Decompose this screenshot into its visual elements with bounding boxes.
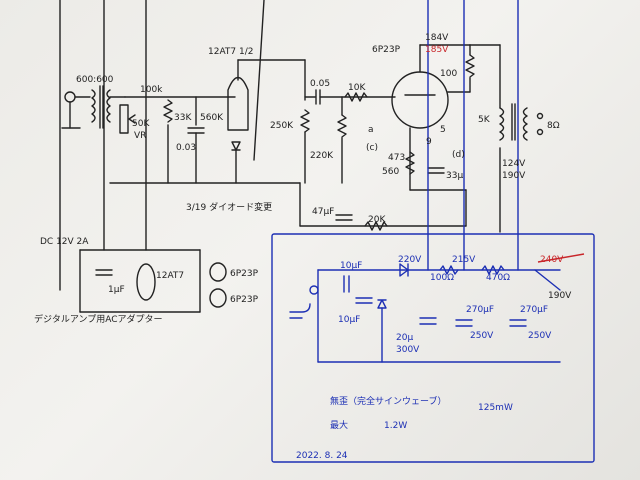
rectifier-diode-a: [377, 299, 387, 309]
label-pin-c: (c): [366, 143, 378, 153]
label-psu-270uf-b: 270μF: [520, 305, 548, 315]
pot-wiper: [128, 114, 136, 124]
strikeout-240v: [537, 253, 585, 263]
label-psu-10uf-b: 10μF: [338, 315, 360, 325]
output-arrow: [534, 269, 561, 291]
speaker-terminal: [536, 128, 544, 136]
label-note-sine: 無歪（完全サインウェーブ）: [330, 395, 446, 407]
label-psu-270uf-a: 270μF: [466, 305, 494, 315]
label-r560: 560: [382, 167, 399, 177]
label-psu-470ohm: 470Ω: [486, 273, 510, 283]
label-note-max-val: 1.2W: [384, 421, 407, 431]
tube-6p23p: [391, 71, 449, 129]
removed-diode: [253, 0, 265, 161]
label-pin-5: 5: [440, 125, 446, 135]
label-note-max: 最大: [330, 419, 348, 431]
heater-wiring: [59, 0, 227, 313]
heater-12at7: [136, 263, 156, 301]
label-pin-d: (d): [452, 150, 465, 160]
volume-pot: [119, 104, 129, 134]
label-c1uf: 1μF: [108, 285, 125, 295]
label-psu-20u: 20μ: [396, 333, 413, 343]
label-transformer-in: 600:600: [76, 75, 114, 85]
input-transformer-primary: [91, 89, 96, 123]
rectifier-diode-b: [399, 263, 409, 277]
label-b-plus-new: 185V: [425, 45, 449, 55]
label-r473: 473: [388, 153, 405, 163]
label-c005: 0.05: [310, 79, 330, 89]
label-b-mid-new: 190V: [502, 171, 526, 181]
diode-led: [231, 141, 241, 151]
tube-12at7: [227, 76, 249, 131]
label-heater-tube: 12AT7: [156, 271, 184, 281]
label-c003: 0.03: [176, 143, 196, 153]
resistor-100-plate: [465, 54, 475, 78]
fuse: [309, 285, 319, 295]
label-psu-250v-a: 250V: [470, 331, 494, 341]
labels: 12AT7 1/2 6P23P 184V 185V 600:600 100k 5…: [34, 33, 572, 461]
label-psu-215v: 215V: [452, 255, 476, 265]
label-tube1: 12AT7 1/2: [208, 47, 253, 57]
heater-6p23p-b: [209, 288, 227, 308]
label-psu-190v: 190V: [548, 291, 572, 301]
label-c33uf: 33μ: [446, 171, 463, 181]
amplifier-wiring: [61, 0, 544, 233]
resistor-33k: [163, 99, 173, 123]
label-r20k: 20K: [368, 215, 386, 225]
input-jack: [64, 91, 76, 103]
label-out-8ohm: 8Ω: [547, 121, 560, 131]
psu-frame: [271, 233, 595, 463]
label-psu-240v-old: 240V: [540, 255, 564, 265]
resistor-220k: [337, 114, 347, 138]
label-vr50k: 50K: [132, 119, 150, 129]
label-psu-220v: 220V: [398, 255, 422, 265]
label-r250k: 250K: [270, 121, 294, 131]
resistor-20k: [364, 221, 388, 231]
label-heater-p1: 6P23P: [230, 269, 259, 279]
label-psu-10uf-a: 10μF: [340, 261, 362, 271]
label-r100-plate: 100: [440, 69, 457, 79]
output-transformer-secondary: [522, 107, 528, 141]
label-r220k: 220K: [310, 151, 334, 161]
resistor-100ohm: [439, 265, 459, 275]
resistor-10k: [344, 92, 368, 102]
label-dc-input: DC 12V 2A: [40, 237, 89, 247]
label-diode-note: 3/19 ダイオード変更: [186, 201, 272, 213]
label-pin-9: 9: [426, 137, 432, 147]
label-psu-250v-b: 250V: [528, 331, 552, 341]
output-transformer-primary: [499, 107, 505, 141]
speaker-terminal: [536, 112, 544, 120]
label-adapter: デジタルアンプ用ACアダプター: [34, 313, 162, 325]
label-vr: VR: [134, 131, 146, 141]
label-b-plus-old: 184V: [425, 33, 449, 43]
resistor-cathode: [405, 151, 415, 175]
power-supply: [271, 0, 595, 463]
label-heater-p2: 6P23P: [230, 295, 259, 305]
resistor-250k: [300, 109, 310, 133]
label-tube2: 6P23P: [372, 45, 401, 55]
label-c47uf: 47μF: [312, 207, 334, 217]
label-r10k: 10K: [348, 83, 366, 93]
label-psu-300v: 300V: [396, 345, 420, 355]
label-r33k: 33K: [174, 113, 192, 123]
label-r100k: 100k: [140, 85, 163, 95]
label-r5k: 5K: [478, 115, 491, 125]
resistor-470ohm: [481, 265, 505, 275]
ac-plug: [289, 303, 311, 319]
label-date: 2022. 8. 24: [296, 451, 348, 461]
heater-6p23p-a: [209, 262, 227, 282]
label-psu-100ohm: 100Ω: [430, 273, 454, 283]
input-transformer-secondary: [106, 89, 111, 123]
label-pin-a: a: [368, 125, 374, 135]
label-r560k: 560K: [200, 113, 224, 123]
label-b-mid-old: 124V: [502, 159, 526, 169]
label-note-sine-val: 125mW: [478, 403, 513, 413]
